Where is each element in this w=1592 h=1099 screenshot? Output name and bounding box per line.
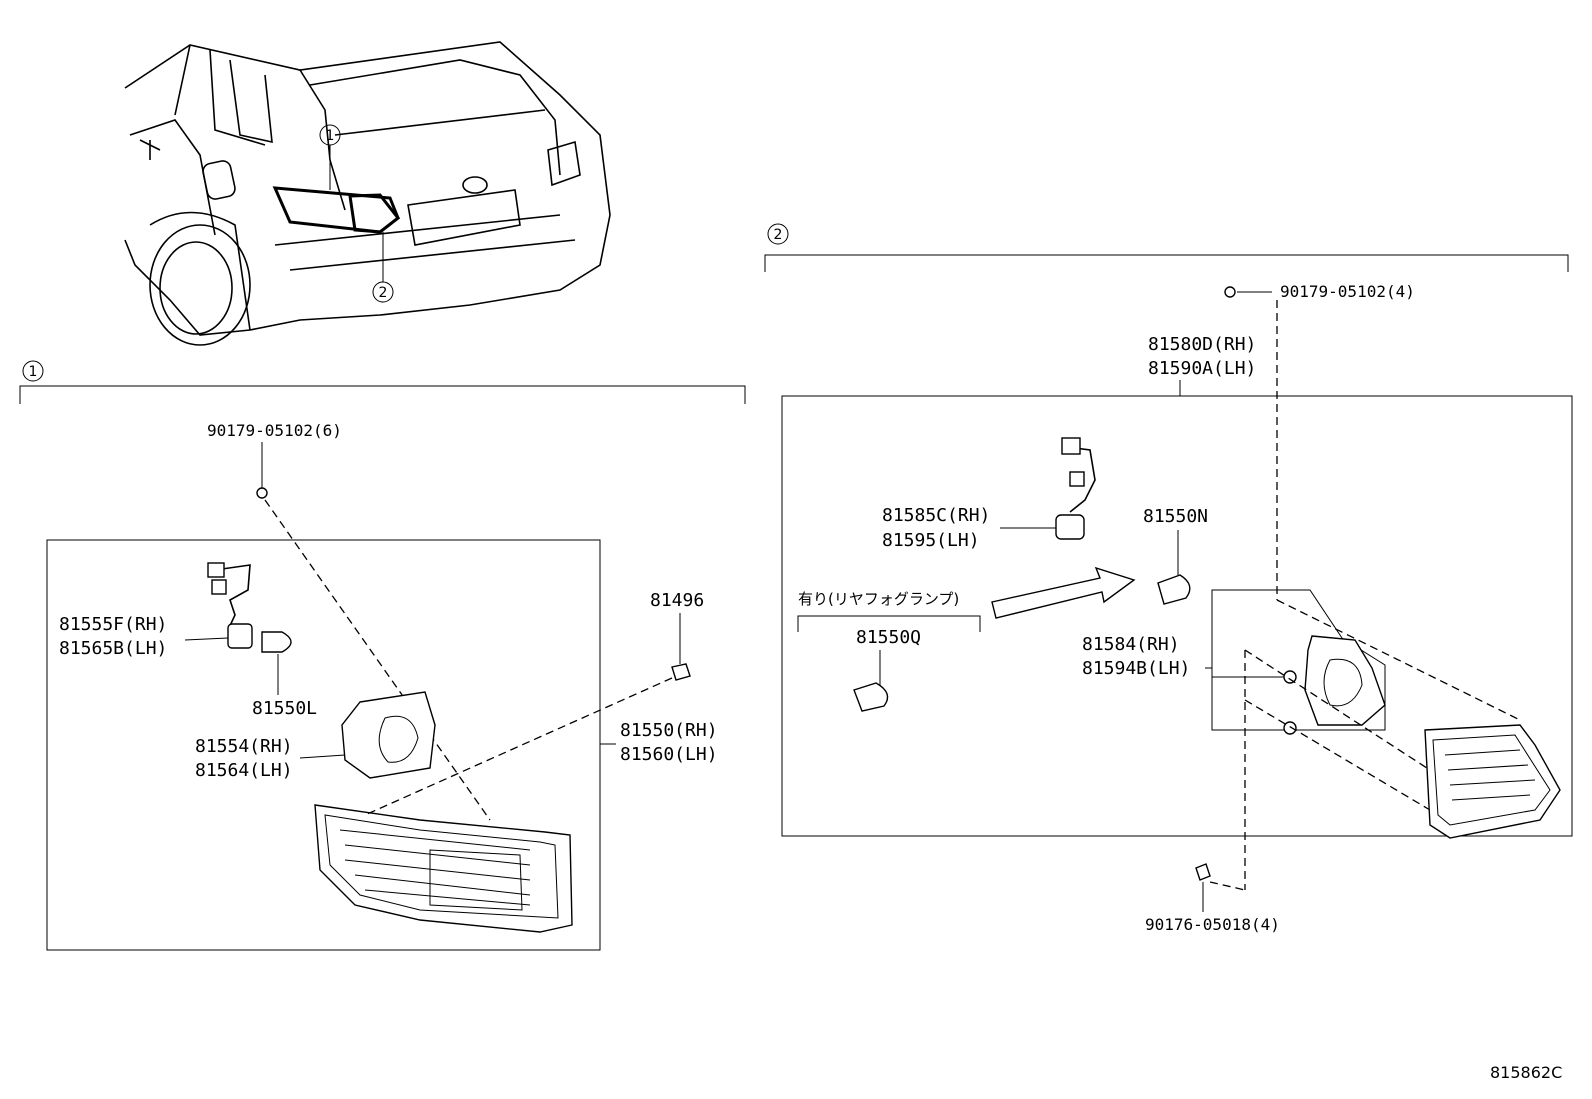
screw-icon-bottom — [1195, 863, 1211, 881]
outer-tail-lamp-icon — [314, 804, 573, 933]
clip-icon — [671, 663, 691, 681]
gasket-icon-two — [1304, 635, 1386, 726]
gasket-icon — [341, 691, 436, 779]
label-81594B-LH: 81594B(LH) — [1082, 658, 1190, 679]
callout-two-number: 2 — [379, 285, 388, 301]
label-81550L: 81550L — [252, 698, 317, 719]
label-81595-LH: 81595(LH) — [882, 530, 980, 551]
section-two-marker-circle — [767, 223, 789, 245]
label-81550Q: 81550Q — [856, 627, 921, 648]
connector-icon — [207, 562, 225, 578]
label-81555F-RH: 81555F(RH) — [59, 614, 167, 635]
label-81554-RH: 81554(RH) — [195, 736, 293, 757]
section-one-box — [46, 539, 601, 951]
socket-icon-two — [1055, 514, 1085, 540]
nut-icon — [256, 487, 268, 499]
label-81496: 81496 — [650, 590, 704, 611]
bulb-icon-81550L — [261, 631, 292, 653]
section-two-marker: 2 — [774, 227, 783, 243]
section-one-marker: 1 — [29, 364, 38, 380]
bulb-icon-81550N — [1157, 574, 1191, 605]
label-81560-LH: 81560(LH) — [620, 744, 718, 765]
section-two: 2 90179-05102(4) 81580D(RH) 81590A(LH) 8… — [764, 223, 1573, 934]
reference-code: 815862C — [1490, 1063, 1562, 1082]
socket-wire-icon — [214, 564, 251, 631]
tail-lamp-inner-highlight — [348, 193, 401, 234]
label-81584-RH: 81584(RH) — [1082, 634, 1180, 655]
screw-icon-b — [1283, 721, 1297, 735]
label-81590A-LH: 81590A(LH) — [1148, 358, 1256, 379]
section-one-marker-circle — [22, 360, 44, 382]
label-81565B-LH: 81565B(LH) — [59, 638, 167, 659]
label-81585C-RH: 81585C(RH) — [882, 505, 990, 526]
fog-lamp-note: 有り(リヤフォグランプ) — [798, 590, 959, 608]
arrow-icon — [991, 566, 1136, 619]
nut-icon-top-right — [1224, 286, 1236, 298]
label-81564-LH: 81564(LH) — [195, 760, 293, 781]
inner-tail-lamp-icon — [1424, 724, 1561, 839]
section-two-box — [781, 395, 1573, 837]
label-81550-RH: 81550(RH) — [620, 720, 718, 741]
label-90179-05102-4: 90179-05102(4) — [1280, 282, 1415, 301]
bulb-icon-81550Q — [853, 682, 889, 712]
vehicle-rear-illustration: 1 2 — [124, 41, 611, 346]
socket-icon — [227, 623, 253, 649]
label-90176-05018-4: 90176-05018(4) — [1145, 915, 1280, 934]
section-one: 1 90179-05102(6) 81555F(RH) 81565B(LH) 8… — [19, 360, 746, 951]
label-81550N: 81550N — [1143, 506, 1208, 527]
connector-icon-two — [1061, 437, 1081, 455]
socket-wire-icon-two — [1066, 446, 1096, 513]
callout-one-number: 1 — [326, 128, 335, 144]
label-81580D-RH: 81580D(RH) — [1148, 334, 1256, 355]
label-90179-05102-6: 90179-05102(6) — [207, 421, 342, 440]
